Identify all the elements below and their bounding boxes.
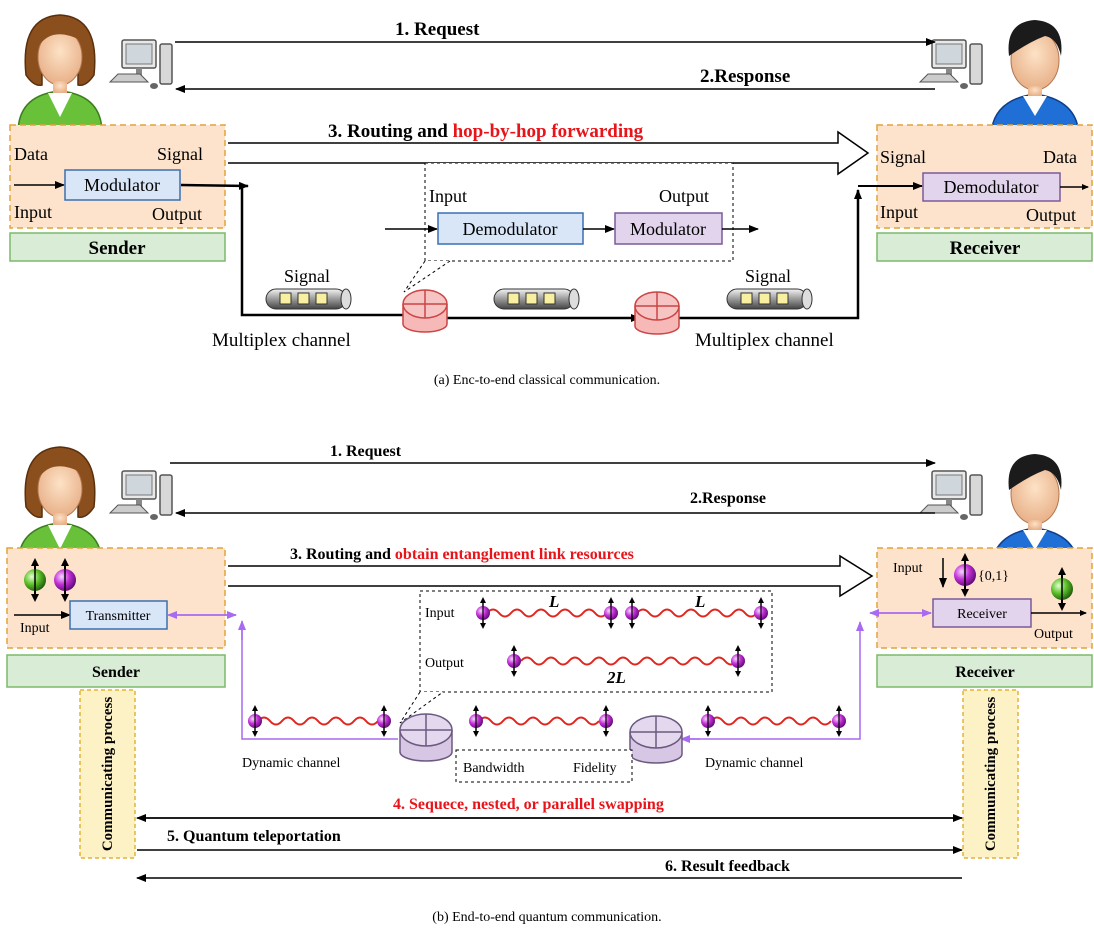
receiver-title: Receiver <box>950 238 1021 259</box>
relay-demodulator-label: Demodulator <box>463 219 558 239</box>
channel-qubit-5 <box>700 704 716 738</box>
swapping-label: 4. Sequece, nested, or parallel swapping <box>393 796 664 813</box>
sender-title-bar <box>9 232 226 262</box>
receiver-output-label: Output <box>1026 205 1076 225</box>
channel-qubit-3 <box>468 704 484 738</box>
link-length-1: L <box>548 592 559 611</box>
request-label-b: 1. Request <box>330 443 402 460</box>
caption-b: (b) End-to-end quantum communication. <box>432 910 661 925</box>
bandwidth-label: Bandwidth <box>463 761 524 776</box>
process-left-label: Communicating process <box>100 697 116 851</box>
response-label-b: 2.Response <box>690 490 766 507</box>
routing-big-arrow <box>228 130 870 176</box>
request-label: 1. Request <box>395 19 480 40</box>
receiver-title-bar <box>876 232 1093 262</box>
signal-packet-right <box>726 288 813 310</box>
process-right-label: Communicating process <box>983 697 999 851</box>
signal-left-label: Signal <box>284 266 330 286</box>
relay-detail-box <box>424 162 734 262</box>
sender-title-b: Sender <box>92 664 140 681</box>
relay-output-label: Output <box>659 186 709 206</box>
relay-modulator-label: Modulator <box>630 219 706 239</box>
swap-output-label: Output <box>425 656 464 671</box>
basis-label: {0,1} <box>978 569 1009 584</box>
sender-output-label: Output <box>152 204 202 224</box>
channel-right-label-b: Dynamic channel <box>705 756 803 771</box>
sender-box-b <box>6 547 226 649</box>
sender-input-label-b: Input <box>20 621 50 636</box>
routing-label: 3. Routing and hop-by-hop forwarding <box>328 121 644 142</box>
router-icon-1 <box>402 289 448 333</box>
sender-title-bar-b <box>6 654 226 688</box>
modulator-label: Modulator <box>84 175 160 195</box>
sender-signal-label: Signal <box>157 144 203 164</box>
link-length-2: L <box>694 592 705 611</box>
swap-detail-box <box>419 590 773 693</box>
receiver-title-b: Receiver <box>955 664 1015 681</box>
receiver-computer-icon <box>919 39 983 90</box>
signal-packet-middle <box>493 288 580 310</box>
quantum-router-icon-2 <box>629 715 683 764</box>
sender-person-icon <box>17 14 103 134</box>
signal-right-label: Signal <box>745 266 791 286</box>
channel-qubit-1 <box>247 704 263 738</box>
receiver-input-label-b: Input <box>893 561 923 576</box>
channel-left-label: Multiplex channel <box>212 330 351 351</box>
receiver-demodulator-label: Demodulator <box>944 177 1039 197</box>
routing-label-b: 3. Routing and obtain entanglement link … <box>290 546 634 563</box>
relay-input-label: Input <box>429 186 467 206</box>
quantum-router-icon-1 <box>399 713 453 762</box>
sender-computer-icon-b <box>109 470 173 521</box>
router-icon-2 <box>634 291 680 335</box>
receiver-person-icon <box>990 19 1080 139</box>
receiver-input-label: Input <box>880 202 918 222</box>
receiver-title-bar-b <box>876 654 1093 688</box>
relay-demodulator-box <box>437 212 584 245</box>
modulator-box <box>64 169 181 201</box>
fidelity-label: Fidelity <box>573 761 617 776</box>
sender-input-label: Input <box>14 202 52 222</box>
swap-input-label: Input <box>425 606 455 621</box>
receiver-module-box <box>932 598 1032 628</box>
receiver-output-label-b: Output <box>1034 627 1073 642</box>
channel-qubit-4 <box>598 704 614 738</box>
process-bar-right <box>962 689 1019 859</box>
sender-title: Sender <box>89 238 147 259</box>
panel-b: 1. Request 2.Response 3. Routing and obt… <box>6 443 1093 925</box>
receiver-signal-label: Signal <box>880 147 926 167</box>
receiver-data-label: Data <box>1043 147 1077 167</box>
teleport-label: 5. Quantum teleportation <box>167 828 341 845</box>
feedback-label: 6. Result feedback <box>665 858 790 875</box>
routing-big-arrow-b <box>228 554 874 598</box>
receiver-module-label: Receiver <box>957 607 1007 622</box>
panel-a: 1. Request 2.Response 3. Routing and hop… <box>9 14 1093 388</box>
channel-qubit-2 <box>376 704 392 738</box>
resource-box <box>455 749 633 783</box>
caption-a: (a) Enc-to-end classical communication. <box>434 373 660 388</box>
link-length-combined: 2L <box>606 668 626 687</box>
transmitter-label: Transmitter <box>86 609 151 624</box>
process-bar-left <box>79 689 136 859</box>
response-label: 2.Response <box>700 66 790 87</box>
channel-left-label-b: Dynamic channel <box>242 756 340 771</box>
sender-computer-icon <box>109 39 173 90</box>
sender-data-label: Data <box>14 144 48 164</box>
channel-qubit-6 <box>831 704 847 738</box>
signal-packet-left <box>265 288 352 310</box>
channel-right-label: Multiplex channel <box>695 330 834 351</box>
